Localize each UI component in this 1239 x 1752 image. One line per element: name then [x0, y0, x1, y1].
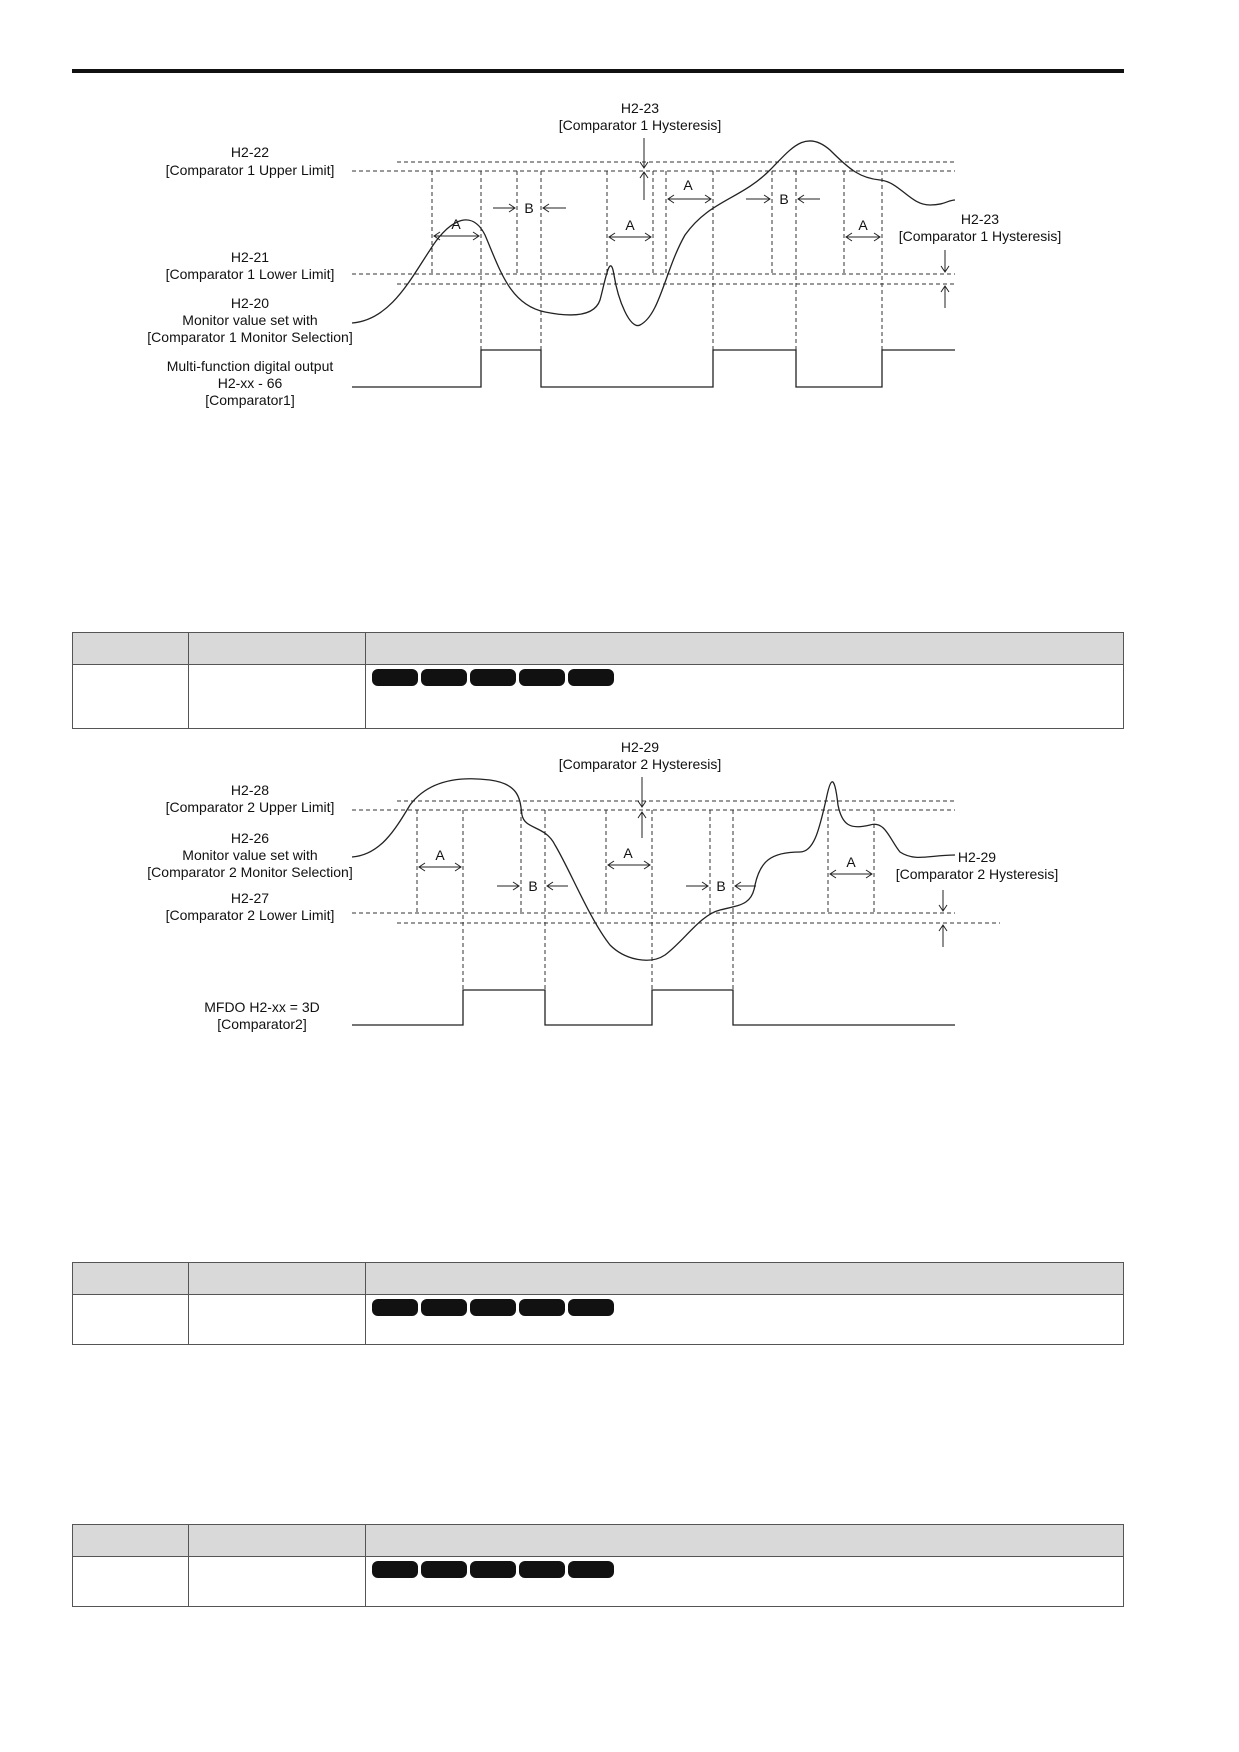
table3-header-name [188, 1524, 366, 1557]
header-rule [72, 69, 1124, 73]
table2-cell-description [365, 1294, 1124, 1345]
fig2-monitor-selection: [Comparator 2 Monitor Selection] [147, 864, 352, 880]
fig1-mark-a3: A [683, 177, 693, 193]
fig2-mark-a1: A [435, 847, 445, 863]
comparator2-timing-diagram: H2-29 [Comparator 2 Hysteresis] H2-28 [C… [147, 739, 1059, 1032]
mode-badge [568, 669, 614, 686]
control-mode-badges [366, 665, 1123, 690]
fig1-upper-label: [Comparator 1 Upper Limit] [166, 162, 335, 178]
fig1-monitor-code: H2-20 [231, 295, 269, 311]
table1-header-name [188, 632, 366, 665]
fig1-mark-a4: A [858, 217, 868, 233]
fig1-hyst-top-label: [Comparator 1 Hysteresis] [559, 117, 722, 133]
parameter-table-2 [72, 1262, 1124, 1345]
mode-badge [470, 669, 516, 686]
table2-header-description [365, 1262, 1124, 1295]
fig1-output-name: [Comparator1] [205, 392, 294, 408]
fig2-mark-a2: A [623, 845, 633, 861]
fig1-lower-label: [Comparator 1 Lower Limit] [166, 266, 335, 282]
fig1-hyst-right-code: H2-23 [961, 211, 999, 227]
fig2-mark-b2: B [716, 878, 725, 894]
fig2-lower-label: [Comparator 2 Lower Limit] [166, 907, 335, 923]
table1-header-description [365, 632, 1124, 665]
mode-badge [568, 1299, 614, 1316]
mode-badge [372, 1299, 418, 1316]
mode-badge [372, 669, 418, 686]
fig1-mark-a1: A [451, 216, 461, 232]
mode-badge [519, 1299, 565, 1316]
table2-header-no [72, 1262, 189, 1295]
comparator1-timing-diagram: H2-23 [Comparator 1 Hysteresis] H2-22 [C… [147, 100, 1062, 408]
fig1-hyst-top-code: H2-23 [621, 100, 659, 116]
fig2-output-name: [Comparator2] [217, 1016, 306, 1032]
mode-badge [519, 1561, 565, 1578]
table3-cell-description [365, 1556, 1124, 1607]
fig1-mark-a2: A [625, 217, 635, 233]
fig2-mark-a3: A [846, 854, 856, 870]
fig1-upper-code: H2-22 [231, 144, 269, 160]
mode-badge [421, 669, 467, 686]
fig1-monitor-selection: [Comparator 1 Monitor Selection] [147, 329, 352, 345]
parameter-table-3 [72, 1524, 1124, 1607]
table2-header-name [188, 1262, 366, 1295]
table2-cell-no [72, 1294, 189, 1345]
fig2-hyst-top-label: [Comparator 2 Hysteresis] [559, 756, 722, 772]
table3-cell-name [188, 1556, 366, 1607]
mode-badge [470, 1299, 516, 1316]
mode-badge [519, 669, 565, 686]
fig2-output-code: MFDO H2-xx = 3D [204, 999, 320, 1015]
fig2-monitor-label: Monitor value set with [182, 847, 317, 863]
control-mode-badges [366, 1557, 1123, 1582]
fig2-mark-b1: B [528, 878, 537, 894]
table1-header-no [72, 632, 189, 665]
fig1-lower-code: H2-21 [231, 249, 269, 265]
table1-cell-description [365, 664, 1124, 729]
fig1-mark-b2: B [779, 191, 788, 207]
mode-badge [421, 1299, 467, 1316]
fig2-hyst-right-code: H2-29 [958, 849, 996, 865]
fig1-mark-b1: B [524, 200, 533, 216]
mode-badge [470, 1561, 516, 1578]
fig2-upper-label: [Comparator 2 Upper Limit] [166, 799, 335, 815]
control-mode-badges [366, 1295, 1123, 1320]
fig1-output-label: Multi-function digital output [167, 358, 334, 374]
parameter-table-1 [72, 632, 1124, 729]
mode-badge [568, 1561, 614, 1578]
table3-header-description [365, 1524, 1124, 1557]
mode-badge [421, 1561, 467, 1578]
table2-cell-name [188, 1294, 366, 1345]
table1-cell-no [72, 664, 189, 729]
fig1-monitor-label: Monitor value set with [182, 312, 317, 328]
fig2-lower-code: H2-27 [231, 890, 269, 906]
fig2-monitor-code: H2-26 [231, 830, 269, 846]
fig1-output-code: H2-xx - 66 [218, 375, 283, 391]
fig1-hyst-right-label: [Comparator 1 Hysteresis] [899, 228, 1062, 244]
fig2-upper-code: H2-28 [231, 782, 269, 798]
fig2-hyst-right-label: [Comparator 2 Hysteresis] [896, 866, 1059, 882]
table1-cell-name [188, 664, 366, 729]
table3-header-no [72, 1524, 189, 1557]
mode-badge [372, 1561, 418, 1578]
table3-cell-no [72, 1556, 189, 1607]
fig2-hyst-top-code: H2-29 [621, 739, 659, 755]
